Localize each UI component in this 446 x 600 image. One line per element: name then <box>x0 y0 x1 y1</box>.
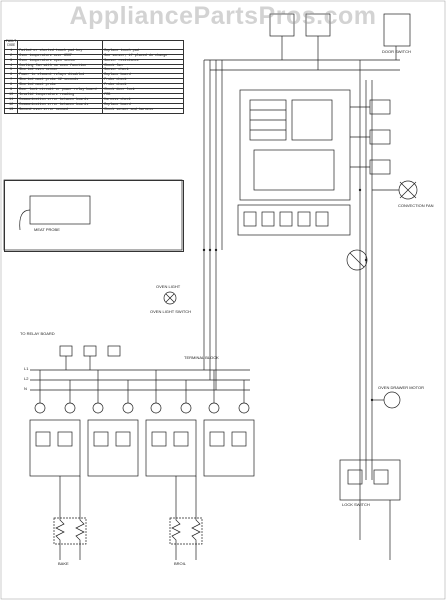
meat-probe-label: MEAT PROBE <box>34 227 60 232</box>
door-switch-label: DOOR SWITCH <box>382 49 411 54</box>
lock-switch-label: LOCK SWITCH <box>342 502 370 507</box>
probe-spec-box <box>4 180 184 252</box>
convection-fan-label: CONVECTION FAN <box>398 203 434 208</box>
broil-element-label: BROIL <box>174 561 187 566</box>
oven-drawer-motor <box>383 391 401 409</box>
relay-board <box>237 204 351 236</box>
bake-element-label: BAKE <box>58 561 69 566</box>
fault-code-cell: 13 <box>3 107 19 114</box>
oven-light-bulb <box>163 291 177 305</box>
l1-label: L1 <box>24 366 29 371</box>
l2-label: L2 <box>24 376 29 381</box>
terminal-block-label: TERMINAL BLOCK <box>184 355 219 360</box>
oven-drawer-motor-label: OVEN DRAWER MOTOR <box>378 385 425 390</box>
neutral-label: N <box>24 386 27 391</box>
oven-light-switch-label: OVEN LIGHT SWITCH <box>150 309 192 314</box>
fault-problem-cell: Second oven error sensed <box>17 107 104 114</box>
oven-light-label: OVEN LIGHT <box>156 284 181 289</box>
to-relay-board-label: TO RELAY BOARD <box>20 331 55 336</box>
control-board <box>239 89 351 201</box>
watermark: AppliancePartsPros.com <box>69 2 377 30</box>
fault-code-header: FAULT CODE <box>3 40 19 50</box>
fault-action-cell: Check sensor and harness <box>102 107 184 114</box>
